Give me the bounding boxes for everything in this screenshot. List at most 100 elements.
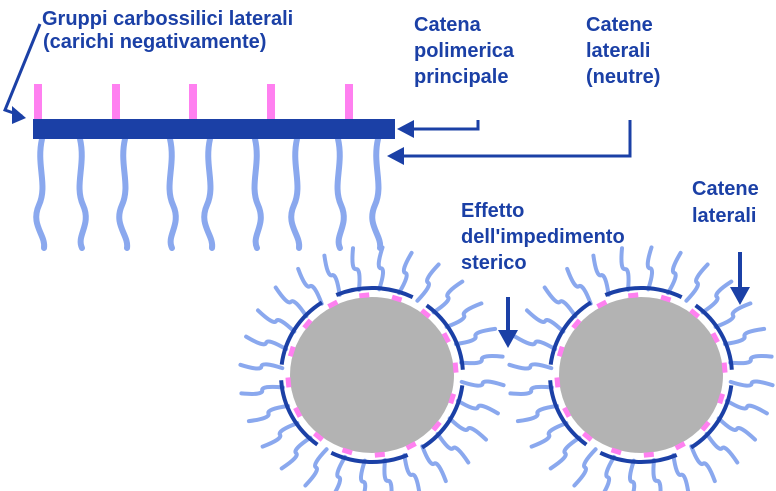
arrow-side-chains-head <box>387 147 404 165</box>
particle-carboxyl <box>391 294 403 303</box>
particle-shell-segment <box>690 385 734 450</box>
coated-particle-left <box>238 245 506 491</box>
carboxyl-group <box>34 84 42 119</box>
particle-carboxyl <box>628 292 639 299</box>
particle-carboxyl <box>441 332 451 344</box>
arrow-steric-head <box>498 330 518 348</box>
particle-carboxyl <box>285 377 292 388</box>
particle-carboxyl <box>554 377 561 388</box>
carboxyl-groups <box>34 84 353 119</box>
arrow-main-chain-head <box>397 120 414 138</box>
particle-shell-segment <box>330 450 409 464</box>
side-chain <box>116 136 131 251</box>
coated-particle-right <box>507 245 775 491</box>
particle-carboxyl <box>312 431 324 442</box>
particle-side-chain <box>508 384 554 396</box>
particle-shell-segment <box>599 450 678 464</box>
particle-side-chain <box>548 435 582 471</box>
particle-carboxyl <box>287 345 296 357</box>
side-chain <box>201 136 216 251</box>
particle-side-chain <box>513 334 558 352</box>
particle-core <box>559 297 723 453</box>
particle-carboxyl <box>700 420 711 432</box>
arrow-side-chains <box>402 120 632 158</box>
particle-carboxyl <box>596 299 608 309</box>
particle-side-chain <box>246 404 291 424</box>
side-chain <box>76 136 89 251</box>
particle-side-chain <box>420 444 448 484</box>
particle-side-chain <box>651 458 663 491</box>
label-carboxyl-groups: Gruppi carbossilici laterali (carichi ne… <box>42 8 294 53</box>
particle-side-chain <box>713 301 753 329</box>
particle-side-chain <box>397 250 414 295</box>
particle-carboxyl <box>643 451 655 458</box>
side-chain <box>334 136 347 251</box>
arrow-side-chains-2-head <box>730 287 750 305</box>
particle-shell-segment <box>548 380 588 447</box>
particle-side-chain <box>525 308 566 334</box>
particle-side-chain <box>529 421 569 449</box>
particle-carboxyl <box>556 345 565 357</box>
particle-side-chain <box>415 262 441 303</box>
arrow-carboxyl-head <box>12 106 26 124</box>
particle-side-chain <box>459 354 505 366</box>
particle-shell-segment <box>421 385 465 450</box>
side-chain <box>166 136 179 251</box>
particle-side-chain <box>591 253 611 297</box>
carboxyl-group <box>189 84 197 119</box>
main-polymer-chain <box>33 119 395 139</box>
particle-side-chain <box>239 384 285 396</box>
particle-carboxyl <box>341 447 353 456</box>
particle-core <box>290 297 454 453</box>
particle-side-chain <box>435 431 471 465</box>
particle-side-chain <box>431 279 465 315</box>
particle-carboxyl <box>571 318 582 330</box>
particle-carboxyl <box>660 294 672 303</box>
particle-side-chain <box>455 398 500 416</box>
particle-side-chain <box>684 262 710 303</box>
particle-side-chain <box>728 354 774 366</box>
particle-side-chain <box>376 245 386 292</box>
particle-carboxyl <box>405 441 417 451</box>
particle-side-chain <box>602 455 616 491</box>
particle-side-chain <box>244 334 289 352</box>
carboxyl-group <box>345 84 353 119</box>
particle-side-chain <box>565 266 593 306</box>
particle-carboxyl <box>431 420 442 432</box>
particle-shell-segment <box>604 286 683 300</box>
label-steric-effect: Effetto dell'impedimento sterico <box>461 200 625 274</box>
particle-side-chain <box>728 379 775 388</box>
particle-side-chain <box>716 416 757 442</box>
particle-side-chain <box>279 435 313 471</box>
particle-side-chain <box>303 447 329 488</box>
particle-carboxyl <box>581 431 593 442</box>
particle-side-chain <box>515 404 560 424</box>
carboxyl-group <box>112 84 120 119</box>
particle-side-chain <box>444 301 484 329</box>
particle-side-chain <box>619 246 631 292</box>
particle-carboxyl <box>302 318 313 330</box>
side-chain <box>369 136 384 251</box>
particle-side-chain <box>700 279 734 315</box>
particle-shell-segment <box>279 300 323 365</box>
particle-side-chain <box>350 246 362 292</box>
particle-carboxyl <box>710 332 720 344</box>
particle-side-chain <box>689 444 717 484</box>
particle-side-chain <box>666 250 683 295</box>
label-main-chain: Catena polimerica principale <box>414 14 515 88</box>
particle-carboxyl <box>293 406 303 418</box>
particle-carboxyl <box>374 451 386 458</box>
particle-carboxyl <box>721 362 728 373</box>
particle-side-chain <box>238 362 285 371</box>
particle-shell-segment <box>279 380 319 447</box>
particle-side-chain <box>722 326 767 346</box>
particle-side-chain <box>447 416 488 442</box>
particle-carboxyl <box>448 393 457 405</box>
particle-shell-segment <box>335 286 414 300</box>
side-chain <box>251 136 264 251</box>
label-side-chains: Catene laterali <box>692 178 759 227</box>
particle-shell-segment <box>548 300 592 365</box>
particle-side-chain <box>402 453 422 491</box>
particle-side-chain <box>333 455 347 491</box>
particle-carboxyl <box>562 406 572 418</box>
